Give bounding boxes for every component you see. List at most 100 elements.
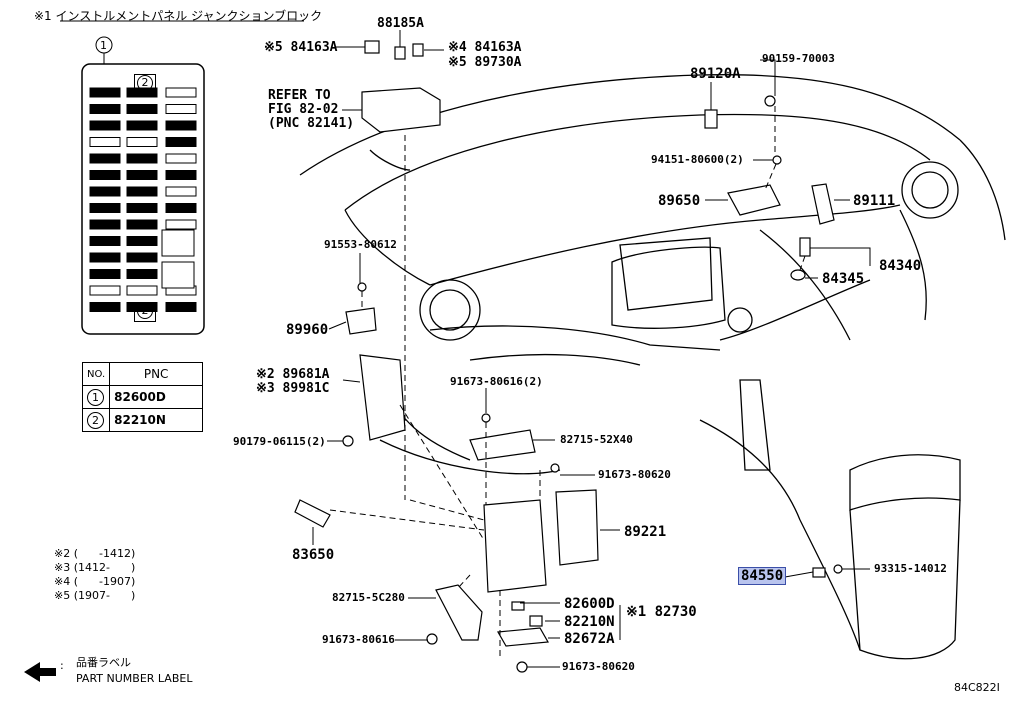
fuse-slot	[165, 219, 197, 230]
bolt-91673-80616b-shape	[426, 633, 438, 645]
relay-82600D-shape	[511, 601, 525, 611]
table-row: 1 82600D	[81, 385, 204, 409]
fuse-slots	[89, 87, 197, 312]
part-label-88185A[interactable]: 88185A	[377, 16, 424, 31]
sensor-89111-shape	[811, 183, 835, 225]
instrument-panel-outline	[299, 74, 1006, 660]
fuse-slot	[126, 153, 158, 164]
relay-82210N-shape	[529, 615, 543, 627]
legend-colon: :	[60, 659, 64, 672]
part-shapes	[294, 40, 843, 673]
relay-slot	[161, 229, 195, 257]
part-label-89981C[interactable]: ※3 89981C	[256, 381, 330, 396]
slot-number-top: 2	[137, 75, 153, 91]
part-label-89221[interactable]: 89221	[624, 524, 667, 540]
part-label-93315-14012[interactable]: 93315-14012	[874, 562, 947, 575]
note-line: ※5 (1907- )	[54, 589, 136, 602]
fuse-slot	[89, 104, 121, 114]
part-label-82715-5C280[interactable]: 82715-5C280	[332, 591, 405, 604]
arrow-icon	[24, 662, 56, 682]
part-label-84163A-4[interactable]: ※4 84163A	[448, 40, 522, 55]
nut-90179-shape	[342, 435, 354, 447]
part-label-84340[interactable]: 84340	[879, 258, 922, 274]
part-label-91673-80620-bottom[interactable]: 91673-80620	[562, 660, 635, 673]
relay-88185A-shape	[394, 46, 406, 60]
dashed-guides	[329, 106, 806, 660]
part-label-82730[interactable]: ※1 82730	[626, 604, 697, 620]
relay-84163A-shape	[364, 40, 380, 54]
pnc-table: NO. PNC 1 82600D 2 82210N	[81, 362, 204, 432]
fuse-slot	[89, 302, 121, 312]
refer-line-3: (PNC 82141)	[268, 116, 355, 131]
fuse-slot	[126, 285, 158, 296]
fuse-slot	[126, 137, 158, 147]
fuse-slot	[165, 87, 197, 98]
part-label-91673-80620-top[interactable]: 91673-80620	[598, 468, 671, 481]
fuse-slot	[126, 104, 158, 114]
junction-block-top-shape	[361, 87, 441, 133]
bracket-82715-52X40-shape	[469, 429, 536, 461]
table-row: 2 82210N	[81, 408, 204, 432]
fuse-slot	[89, 87, 121, 98]
legend-jp: 品番ラベル	[76, 656, 131, 669]
pnc-row-value: 82210N	[109, 408, 204, 432]
part-label-90159-70003[interactable]: 90159-70003	[762, 52, 835, 65]
part-label-89111[interactable]: 89111	[853, 193, 896, 209]
sensor-89120A-shape	[704, 109, 718, 129]
ecu-89221-shape	[555, 489, 599, 566]
clip-84345-shape	[790, 269, 806, 281]
part-label-89960[interactable]: 89960	[286, 322, 329, 338]
fuse-slot	[165, 186, 197, 197]
part-label-91673-80616-2[interactable]: 91673-80616(2)	[450, 375, 543, 388]
sensor-84340-shape	[799, 237, 811, 257]
part-label-83650[interactable]: 83650	[292, 547, 335, 563]
part-label-84163A-5[interactable]: ※5 84163A	[264, 40, 338, 55]
part-label-89730A[interactable]: ※5 89730A	[448, 55, 522, 70]
part-label-82672A[interactable]: 82672A	[564, 631, 615, 647]
fuse-slot	[89, 153, 121, 164]
fuse-slot	[165, 137, 197, 147]
bolt-91673-80616-shape	[481, 413, 491, 423]
slot-number-bottom: 2	[137, 303, 153, 319]
bolt-91673-80620b-shape	[516, 661, 528, 673]
legend-en: PART NUMBER LABEL	[76, 672, 193, 685]
bolt-91673-80620-shape	[550, 463, 560, 473]
part-label-82600D[interactable]: 82600D	[564, 596, 615, 612]
part-label-89681A[interactable]: ※2 89681A	[256, 367, 330, 382]
sensor-84550-shape	[812, 567, 826, 578]
fuse-slot	[126, 236, 158, 246]
fuse-slot	[89, 137, 121, 147]
relay-slot	[161, 261, 195, 289]
part-label-82210N[interactable]: 82210N	[564, 614, 615, 630]
module-89650-shape	[727, 184, 781, 216]
part-label-84550-highlighted[interactable]: 84550	[738, 567, 787, 585]
part-label-89650[interactable]: 89650	[658, 193, 701, 209]
part-label-94151-80600[interactable]: 94151-80600(2)	[651, 153, 744, 166]
nut-94151-shape	[772, 155, 782, 165]
part-label-82715-52X40[interactable]: 82715-52X40	[560, 433, 633, 446]
fuse-slot	[89, 186, 121, 197]
fuse-slot	[165, 170, 197, 180]
fuse-slot	[165, 120, 197, 131]
pnc-table-header-pnc: PNC	[109, 362, 204, 386]
bolt-91553-shape	[357, 282, 367, 292]
part-label-84345[interactable]: 84345	[822, 271, 865, 287]
part-label-90179-06115[interactable]: 90179-06115(2)	[233, 435, 326, 448]
cover-82672A-shape	[497, 627, 549, 647]
fuse-slot	[165, 203, 197, 213]
fuse-slot	[126, 219, 158, 230]
refer-line-2: FIG 82-02	[268, 102, 339, 117]
fuse-slot	[89, 203, 121, 213]
pnc-table-header-no: NO.	[81, 362, 111, 386]
fuse-slot	[165, 153, 197, 164]
fuse-slot	[89, 252, 121, 263]
part-label-91673-80616[interactable]: 91673-80616	[322, 633, 395, 646]
fuse-slot	[89, 170, 121, 180]
fuse-slot	[89, 236, 121, 246]
refer-line-1: REFER TO	[268, 88, 331, 103]
switch-83650-shape	[294, 499, 331, 528]
part-label-91553-80612[interactable]: 91553-80612	[324, 238, 397, 251]
part-label-89120A[interactable]: 89120A	[690, 66, 741, 82]
note-line: ※3 (1412- )	[54, 561, 136, 574]
fuse-slot	[126, 269, 158, 279]
